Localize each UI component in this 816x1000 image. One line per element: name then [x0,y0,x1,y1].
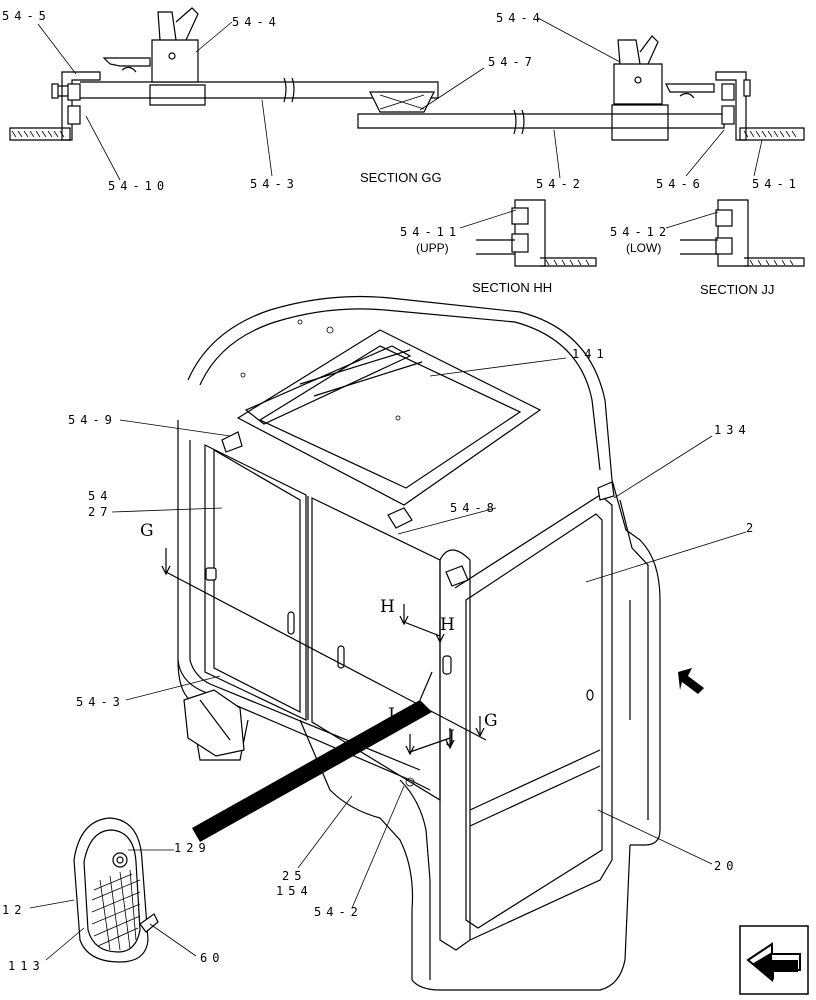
callout-54-1: 54-1 [752,177,801,191]
section-gg-title: SECTION GG [360,170,442,185]
callout-54-12: 54-12 [610,225,671,239]
section-low-label: (LOW) [626,241,661,255]
callout-54-6: 54-6 [656,177,705,191]
callout-54-27-line2: 27 [88,505,112,519]
callout-54-11: 54-11 [400,225,461,239]
callout-54-10: 54-10 [108,179,169,193]
leader-lines [29,17,763,961]
section-hh-drawing [476,199,597,267]
mirror-drawing [73,817,159,963]
direction-arrow-icon [678,668,704,694]
callout-20: 20 [714,859,738,873]
callout-141: 141 [572,347,609,361]
callout-54-4-right: 54-4 [496,11,545,25]
callout-54-4-left: 54-4 [232,15,281,29]
callout-154: 154 [276,884,313,898]
section-hh-title: SECTION HH [472,280,552,295]
section-letter-g-right: G [484,711,498,731]
callout-54-9: 54-9 [68,413,117,427]
callout-54-7: 54-7 [488,55,537,69]
section-upp-label: (UPP) [416,241,449,255]
callout-54-2-top: 54-2 [536,177,585,191]
callout-12: 12 [2,903,26,917]
section-jj-drawing [680,199,805,267]
callout-54-3-lower: 54-3 [76,695,125,709]
callout-54-2-bottom: 54-2 [314,905,363,919]
callout-25: 25 [282,869,306,883]
callout-60: 60 [200,951,224,965]
callout-134: 134 [714,423,751,437]
cab-drawing [161,295,661,991]
callout-54-27-line1: 54 [88,489,112,503]
section-letter-j-right: J [446,727,455,747]
section-letter-j-left: J [386,705,395,725]
section-gg-drawing [9,7,805,141]
callout-54-5: 54-5 [2,9,51,23]
callout-54-8: 54-8 [450,501,499,515]
section-letter-h-left: H [380,597,395,617]
callout-54-3: 54-3 [250,177,299,191]
callout-113: 113 [8,959,45,973]
callout-129: 129 [174,841,211,855]
callout-2: 2 [746,521,758,535]
navigation-arrow-icon[interactable] [739,925,809,995]
section-jj-title: SECTION JJ [700,282,774,297]
section-letter-h-right: H [440,615,455,635]
section-letter-g-left: G [140,521,154,541]
